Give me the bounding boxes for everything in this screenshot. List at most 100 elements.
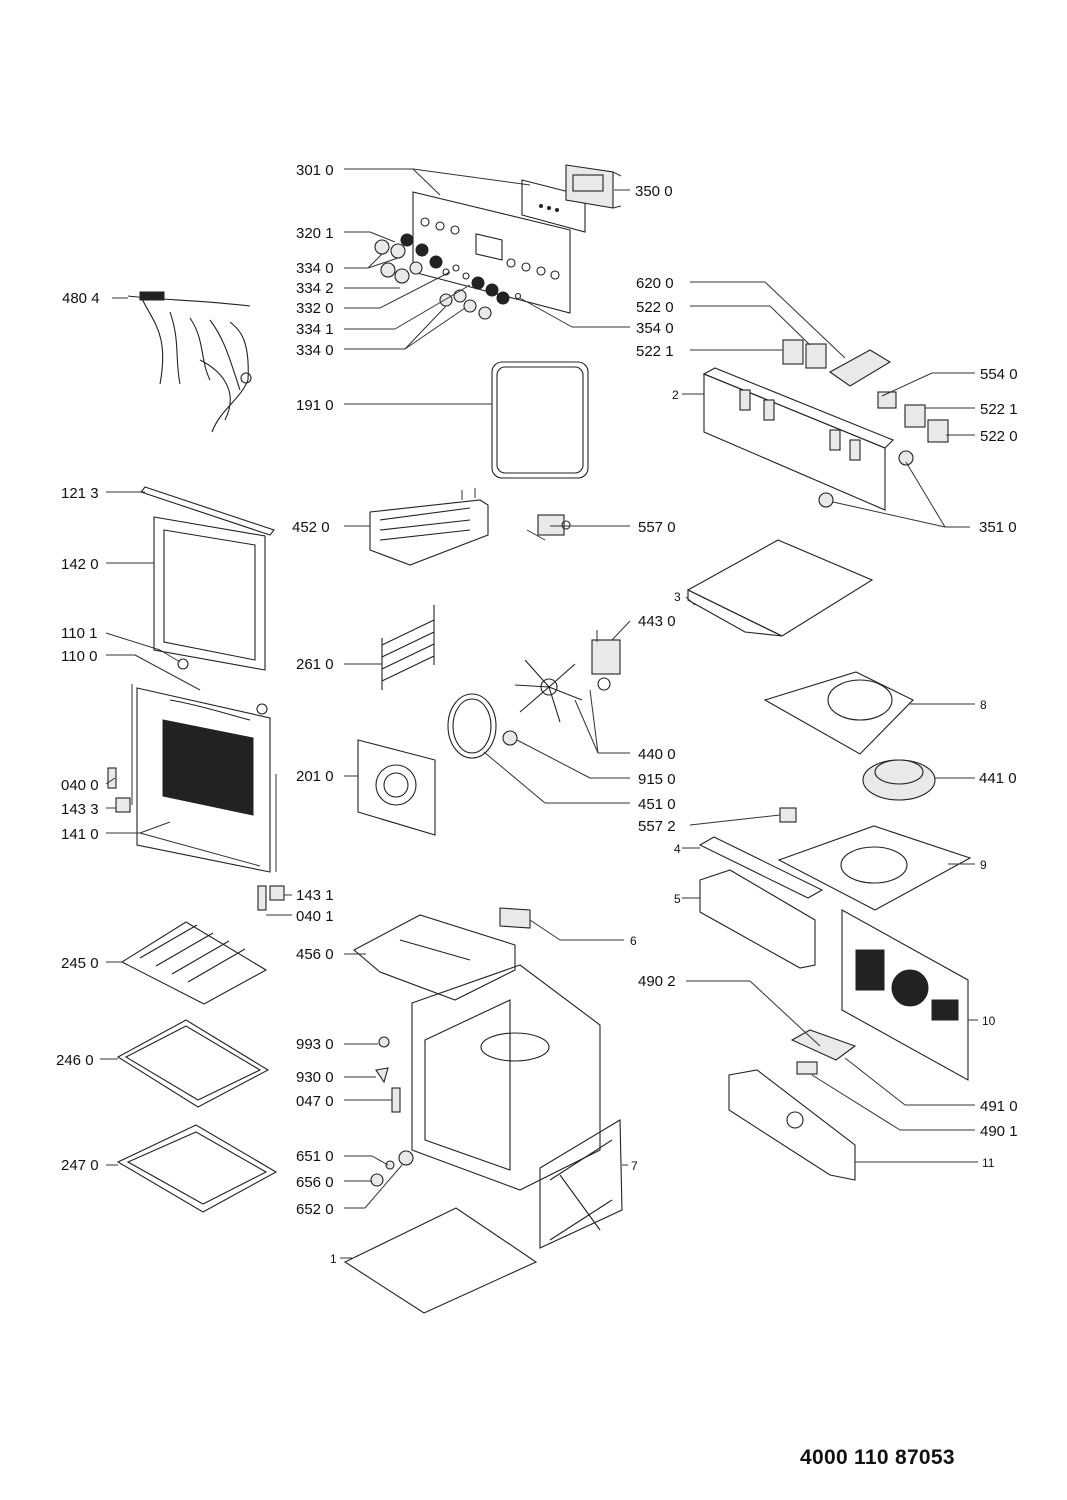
part-label: 301 0 bbox=[296, 162, 334, 179]
part-label: 334 1 bbox=[296, 321, 334, 338]
fan-blade-drawing bbox=[514, 659, 583, 723]
outer-door-drawing bbox=[131, 658, 277, 873]
part-label: 3 bbox=[674, 590, 681, 604]
leader-lines bbox=[100, 168, 978, 1259]
part-label: 332 0 bbox=[296, 300, 334, 317]
wiring-harness-drawing bbox=[127, 291, 252, 433]
part-label: 142 0 bbox=[61, 556, 99, 573]
part-label: 351 0 bbox=[979, 519, 1017, 536]
side-panel-drawing bbox=[699, 869, 816, 969]
part-label: 651 0 bbox=[296, 1148, 334, 1165]
part-label: 441 0 bbox=[979, 770, 1017, 787]
small-knob-drawing bbox=[370, 1173, 384, 1187]
part-label: 143 1 bbox=[296, 887, 334, 904]
part-label: 141 0 bbox=[61, 826, 99, 843]
part-label: 040 1 bbox=[296, 908, 334, 925]
base-plate-drawing bbox=[343, 1207, 538, 1314]
part-label: 451 0 bbox=[638, 796, 676, 813]
cooling-fan-drawing bbox=[862, 759, 936, 801]
part-label: 522 0 bbox=[980, 428, 1018, 445]
part-label: 246 0 bbox=[56, 1052, 94, 1069]
part-label: 11 bbox=[982, 1156, 995, 1170]
part-label: 10 bbox=[982, 1014, 996, 1028]
part-label: 557 2 bbox=[638, 818, 676, 835]
part-label: 456 0 bbox=[296, 946, 334, 963]
part-label: 5 bbox=[674, 892, 681, 906]
top-cover-drawing bbox=[686, 539, 874, 637]
door-switch-drawing bbox=[391, 1087, 401, 1113]
part-label: 522 0 bbox=[636, 299, 674, 316]
part-label: 334 0 bbox=[296, 342, 334, 359]
part-label: 334 2 bbox=[296, 280, 334, 297]
part-label: 334 0 bbox=[296, 260, 334, 277]
door-gasket-drawing bbox=[491, 361, 589, 479]
part-label: 354 0 bbox=[636, 320, 674, 337]
thermostat-switch-drawing bbox=[877, 391, 897, 409]
part-label: 110 1 bbox=[61, 625, 97, 642]
part-label: 490 1 bbox=[980, 1123, 1018, 1140]
part-label: 8 bbox=[980, 698, 987, 712]
relay-drawing bbox=[782, 339, 804, 365]
document-number: 4000 110 87053 bbox=[800, 1446, 955, 1469]
part-label: 443 0 bbox=[638, 613, 676, 630]
part-label: 930 0 bbox=[296, 1069, 334, 1086]
part-label: 1 bbox=[330, 1252, 337, 1266]
lamp-holder-drawing bbox=[375, 1067, 389, 1084]
circular-heating-element-drawing bbox=[447, 693, 497, 759]
part-label: 6 bbox=[630, 934, 637, 948]
part-label: 9 bbox=[980, 858, 987, 872]
part-label: 522 1 bbox=[636, 343, 674, 360]
hinge-receiver-drawing bbox=[115, 797, 131, 813]
control-knobs-drawing bbox=[374, 233, 522, 320]
grill-element-drawing bbox=[369, 499, 489, 566]
part-label: 121 3 bbox=[61, 485, 99, 502]
part-labels: 301 0 350 0 320 1 334 0 334 2 332 0 334 … bbox=[56, 162, 1018, 1266]
lamp-glass-drawing bbox=[378, 1036, 390, 1048]
part-label: 261 0 bbox=[296, 656, 334, 673]
electronic-board-panel-drawing bbox=[728, 1069, 856, 1181]
part-label: 350 0 bbox=[635, 183, 673, 200]
part-label: 491 0 bbox=[980, 1098, 1018, 1115]
part-label: 490 2 bbox=[638, 973, 676, 990]
terminal-block-drawing bbox=[828, 349, 892, 387]
part-label: 247 0 bbox=[61, 1157, 99, 1174]
display-overlay-drawing bbox=[521, 179, 586, 233]
fan-motor-drawing bbox=[591, 630, 621, 691]
part-label: 245 0 bbox=[61, 955, 99, 972]
control-panel-drawing bbox=[412, 191, 571, 314]
wire-rack-drawing bbox=[120, 921, 268, 1005]
element-bracket-drawing bbox=[499, 907, 531, 929]
safety-thermostat-drawing bbox=[526, 514, 571, 541]
part-label: 557 0 bbox=[638, 519, 676, 536]
door-top-trim-drawing bbox=[140, 486, 275, 536]
rear-cover-drawing bbox=[539, 1119, 623, 1249]
part-label: 480 4 bbox=[62, 290, 100, 307]
part-label: 620 0 bbox=[636, 275, 674, 292]
deep-tray-drawing bbox=[116, 1124, 278, 1213]
oven-cavity-drawing bbox=[411, 964, 601, 1191]
shelf-supports-drawing bbox=[381, 605, 435, 690]
part-label: 047 0 bbox=[296, 1093, 334, 1110]
bottom-heating-element-drawing bbox=[353, 914, 516, 1001]
part-label: 452 0 bbox=[292, 519, 330, 536]
part-label: 554 0 bbox=[980, 366, 1018, 383]
rear-panel-drawing bbox=[841, 909, 969, 1081]
part-label: 2 bbox=[672, 388, 679, 402]
part-label: 143 3 bbox=[61, 801, 99, 818]
part-label: 522 1 bbox=[980, 401, 1018, 418]
part-label: 915 0 bbox=[638, 771, 676, 788]
rear-insulation-plate-drawing bbox=[777, 825, 972, 911]
fan-cover-drawing bbox=[357, 739, 436, 836]
part-label: 110 0 bbox=[61, 648, 97, 665]
shallow-tray-drawing bbox=[116, 1019, 270, 1108]
part-label: 993 0 bbox=[296, 1036, 334, 1053]
part-label: 4 bbox=[674, 842, 681, 856]
part-label: 7 bbox=[631, 1159, 638, 1173]
fan-nut-drawing bbox=[502, 730, 518, 746]
mains-terminal-block-drawing bbox=[790, 1029, 857, 1061]
part-label: 040 0 bbox=[61, 777, 99, 794]
part-label: 656 0 bbox=[296, 1174, 334, 1191]
hinge-drawing bbox=[107, 767, 117, 789]
